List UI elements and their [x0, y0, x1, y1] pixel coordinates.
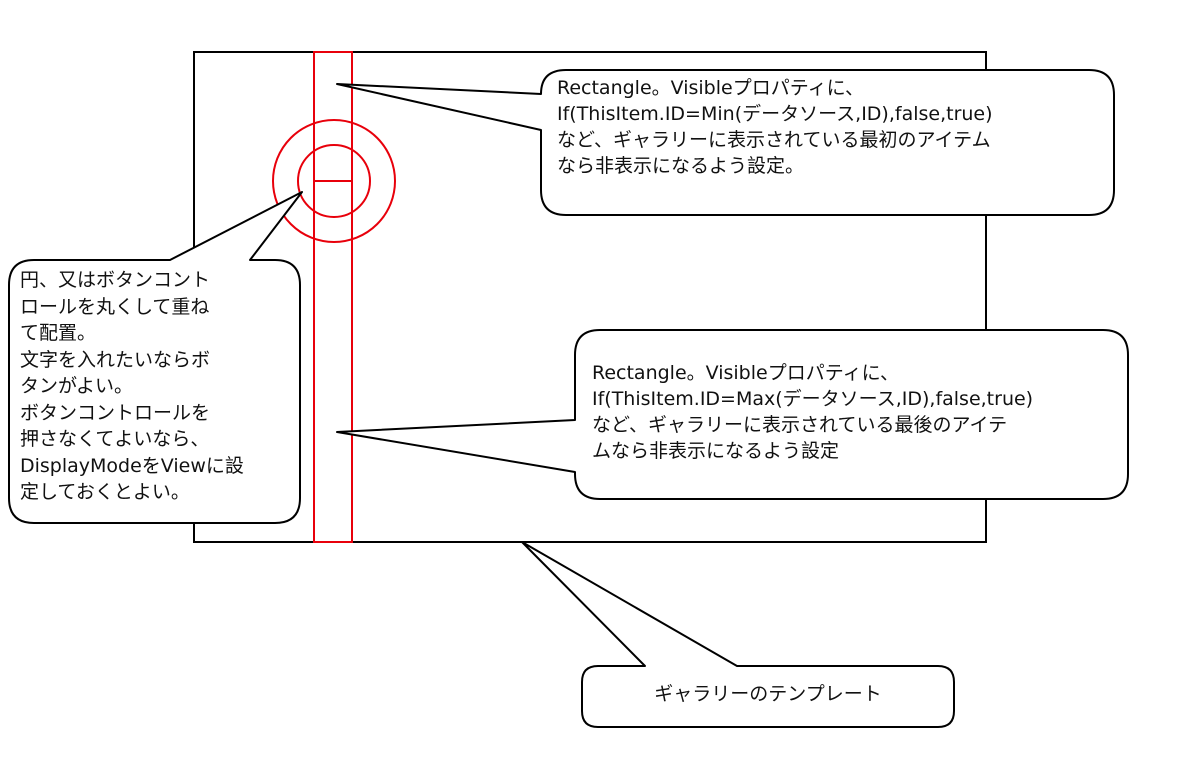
red-vertical-rectangle [313, 51, 353, 543]
callout-line: ロールを丸くして重ね [20, 295, 210, 318]
template-label: ギャラリーのテンプレート [654, 683, 882, 705]
callout-line: ボタンコントロールを [20, 401, 211, 424]
red-outer-circle [272, 119, 396, 243]
callout-line: DisplayModeをViewに設 [20, 454, 244, 477]
callout-line: If(ThisItem.ID=Max(データソース,ID),false,true… [592, 388, 1034, 410]
callout-line: 文字を入れたいならボ [20, 348, 211, 371]
callout-bubble-template [521, 541, 955, 728]
callout-line: なら非表示になるよう設定。 [557, 155, 805, 177]
callout-text-template: ギャラリーのテンプレート [582, 681, 954, 707]
callout-line: If(ThisItem.ID=Min(データソース,ID),false,true… [557, 103, 993, 125]
callout-line: など、ギャラリーに表示されている最後のアイテ [592, 414, 1008, 436]
callout-line: ムなら非表示になるよう設定 [592, 440, 840, 462]
callout-line: て配置。 [20, 322, 97, 344]
callout-line: タンがよい。 [20, 375, 134, 397]
red-inner-circle [297, 144, 371, 218]
callout-line: 定しておくとよい。 [20, 481, 190, 503]
callout-line: Rectangle。Visibleプロパティに、 [557, 77, 865, 99]
callout-line: など、ギャラリーに表示されている最初のアイテム [557, 129, 991, 151]
callout-text-top-right: Rectangle。Visibleプロパティに、 If(ThisItem.ID=… [557, 75, 993, 179]
callout-line: Rectangle。Visibleプロパティに、 [592, 362, 900, 384]
callout-bubble-bottom-right [336, 329, 1129, 500]
callout-bubble-top-right [336, 69, 1115, 216]
callout-bubble-left [8, 191, 303, 524]
callout-line: 押さなくてよいなら、 [20, 428, 210, 450]
callout-text-bottom-right: Rectangle。Visibleプロパティに、 If(ThisItem.ID=… [592, 360, 1033, 464]
callout-text-left: 円、又はボタンコント ロールを丸くして重ね て配置。 文字を入れたいならボ タン… [20, 267, 244, 506]
callout-line: 円、又はボタンコント [20, 269, 211, 291]
